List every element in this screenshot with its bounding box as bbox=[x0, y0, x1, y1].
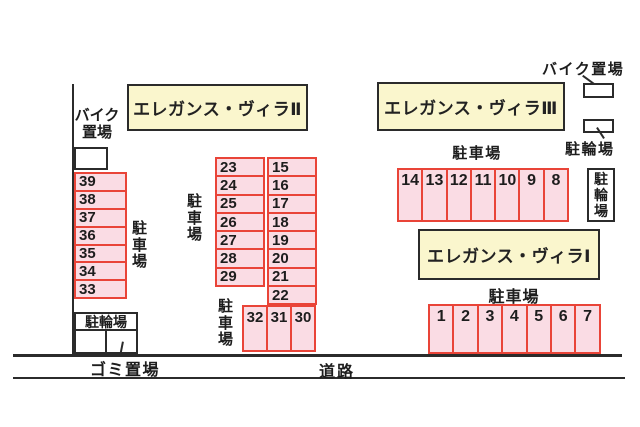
parking-row-villa3: 14 13 12 11 10 9 8 bbox=[397, 168, 570, 222]
west-boundary-line bbox=[72, 84, 74, 355]
space-12: 12 bbox=[445, 168, 472, 222]
space-29: 29 bbox=[215, 266, 265, 288]
space-4: 4 bbox=[501, 304, 528, 354]
parking-label-left-column: 駐車場 bbox=[131, 220, 147, 270]
bike-storage-left-box bbox=[74, 147, 108, 170]
parking-label-mid-top: 駐車場 bbox=[186, 193, 202, 243]
building-villa-3-label: エレガンス・ヴィラⅢ bbox=[384, 99, 558, 118]
parking-label-villa3: 駐車場 bbox=[452, 145, 502, 162]
space-31: 31 bbox=[266, 305, 292, 352]
road-line-top bbox=[13, 354, 622, 357]
parking-column-mid-b: 15 16 17 18 19 20 21 22 bbox=[267, 157, 317, 306]
parking-label-villa1: 駐車場 bbox=[488, 289, 540, 306]
bike-storage-right-box bbox=[583, 83, 614, 98]
space-32: 32 bbox=[242, 305, 268, 352]
space-24: 24 bbox=[215, 175, 265, 196]
bicycle-parking-south-stalls-box bbox=[74, 329, 138, 354]
building-villa-1-label: エレガンス・ヴィラⅠ bbox=[427, 247, 591, 266]
space-30: 30 bbox=[290, 305, 316, 352]
space-6: 6 bbox=[549, 304, 577, 354]
road-label: 道路 bbox=[319, 364, 356, 381]
space-11: 11 bbox=[469, 168, 497, 222]
road-line-bottom bbox=[13, 377, 625, 379]
bicycle-parking-east-label: 駐輪場 bbox=[594, 171, 608, 219]
parking-row-mid-bottom: 32 31 30 bbox=[242, 305, 316, 352]
garbage-area-label: ゴミ置場 bbox=[90, 362, 161, 379]
parking-column-left: 39 38 37 36 35 34 33 bbox=[74, 172, 127, 300]
space-2: 2 bbox=[452, 304, 479, 354]
space-25: 25 bbox=[215, 193, 265, 214]
parking-column-mid-a: 23 24 25 26 27 28 29 bbox=[215, 157, 265, 288]
space-33: 33 bbox=[74, 279, 127, 300]
space-39: 39 bbox=[74, 172, 127, 192]
space-28: 28 bbox=[215, 248, 265, 269]
space-7: 7 bbox=[574, 304, 601, 354]
space-13: 13 bbox=[421, 168, 448, 222]
space-22: 22 bbox=[267, 285, 317, 306]
building-villa-1: エレガンス・ヴィラⅠ bbox=[418, 229, 600, 280]
space-35: 35 bbox=[74, 243, 127, 264]
space-20: 20 bbox=[267, 248, 317, 269]
space-8: 8 bbox=[542, 168, 570, 222]
space-9: 9 bbox=[518, 168, 545, 222]
bicycle-parking-east-box: 駐輪場 bbox=[587, 168, 615, 222]
building-villa-2-label: エレガンス・ヴィラⅡ bbox=[133, 100, 302, 119]
parking-row-villa1: 1 2 3 4 5 6 7 bbox=[428, 304, 601, 354]
bicycle-parking-right-label: 駐輪場 bbox=[565, 141, 615, 158]
parking-label-mid-bottom: 駐車場 bbox=[217, 298, 233, 348]
space-18: 18 bbox=[267, 211, 317, 233]
space-10: 10 bbox=[494, 168, 521, 222]
space-17: 17 bbox=[267, 193, 317, 214]
space-23: 23 bbox=[215, 157, 265, 178]
space-38: 38 bbox=[74, 189, 127, 210]
space-19: 19 bbox=[267, 230, 317, 251]
space-16: 16 bbox=[267, 175, 317, 196]
stall-divider-line bbox=[105, 331, 107, 352]
building-villa-3: エレガンス・ヴィラⅢ bbox=[377, 82, 565, 131]
bike-storage-left-label: バイク置場 bbox=[74, 107, 120, 141]
space-15: 15 bbox=[267, 157, 317, 178]
bike-storage-right-label: バイク置場 bbox=[542, 61, 625, 78]
space-3: 3 bbox=[476, 304, 504, 354]
space-21: 21 bbox=[267, 266, 317, 288]
space-27: 27 bbox=[215, 230, 265, 251]
building-villa-2: エレガンス・ヴィラⅡ bbox=[127, 84, 308, 131]
space-1: 1 bbox=[428, 304, 455, 354]
space-26: 26 bbox=[215, 211, 265, 233]
space-5: 5 bbox=[525, 304, 552, 354]
space-14: 14 bbox=[397, 168, 424, 222]
